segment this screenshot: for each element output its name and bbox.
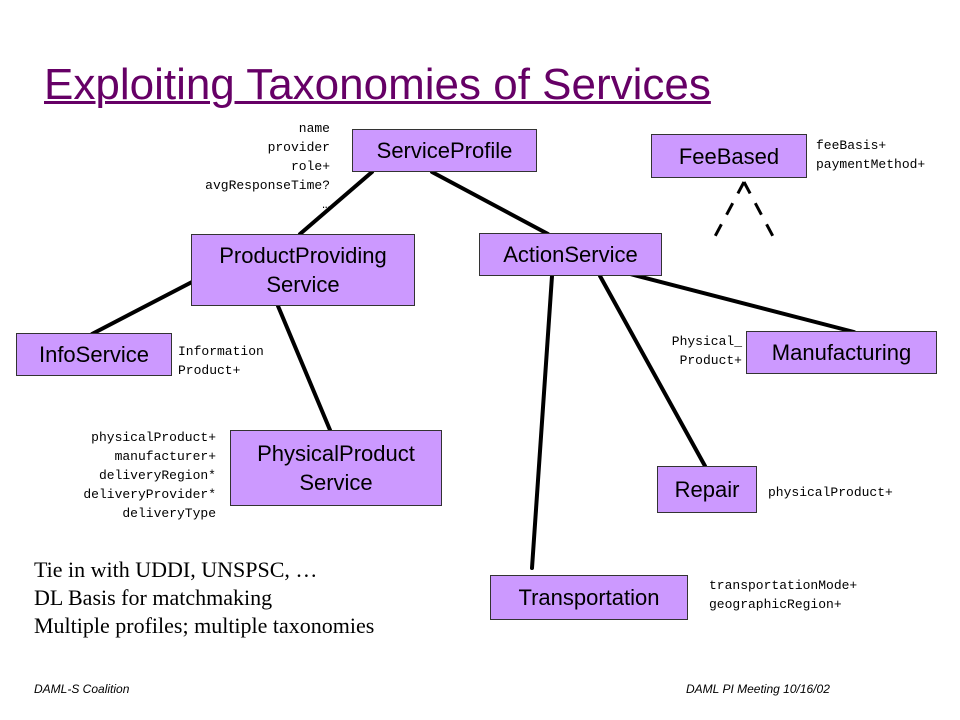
edge-actionservice-transportation bbox=[530, 274, 554, 570]
node-info-service: InfoService bbox=[16, 333, 172, 376]
edge-serviceprofile-productproviding bbox=[298, 170, 374, 236]
notes: Tie in with UDDI, UNSPSC, … DL Basis for… bbox=[34, 556, 374, 640]
footer-left: DAML-S Coalition bbox=[34, 682, 130, 696]
service-profile-properties: name provider role+ avgResponseTime? … bbox=[205, 121, 330, 212]
node-service-profile: ServiceProfile bbox=[352, 129, 537, 172]
node-action-service: ActionService bbox=[479, 233, 662, 276]
info-service-properties: Information Product+ bbox=[178, 344, 264, 378]
page-title: Exploiting Taxonomies of Services bbox=[44, 60, 711, 109]
node-transportation: Transportation bbox=[490, 575, 688, 620]
footer-right: DAML PI Meeting 10/16/02 bbox=[686, 682, 830, 696]
repair-properties: physicalProduct+ bbox=[768, 485, 893, 500]
physical-product-properties: physicalProduct+ manufacturer+ deliveryR… bbox=[83, 430, 216, 521]
edge-productproviding-infoservice bbox=[90, 280, 194, 336]
edge-feebased-dashed-left bbox=[710, 181, 746, 243]
edge-serviceprofile-actionservice bbox=[430, 170, 550, 236]
note-line: Multiple profiles; multiple taxonomies bbox=[34, 613, 375, 638]
node-physical-product-service: PhysicalProduct Service bbox=[230, 430, 442, 506]
edge-actionservice-repair bbox=[598, 274, 707, 468]
edge-actionservice-manufacturing bbox=[628, 272, 856, 334]
node-repair: Repair bbox=[657, 466, 757, 513]
note-line: Tie in with UDDI, UNSPSC, … bbox=[34, 557, 318, 582]
edge-feebased-dashed-right bbox=[742, 181, 778, 243]
note-line: DL Basis for matchmaking bbox=[34, 585, 273, 610]
edge-productproviding-physicalproduct bbox=[276, 304, 332, 432]
manufacturing-properties: Physical_ Product+ bbox=[671, 334, 742, 368]
fee-based-properties: feeBasis+ paymentMethod+ bbox=[816, 138, 926, 172]
node-fee-based: FeeBased bbox=[651, 134, 807, 178]
node-product-providing-service: ProductProviding Service bbox=[191, 234, 415, 306]
transportation-properties: transportationMode+ geographicRegion+ bbox=[709, 578, 858, 612]
node-manufacturing: Manufacturing bbox=[746, 331, 937, 374]
